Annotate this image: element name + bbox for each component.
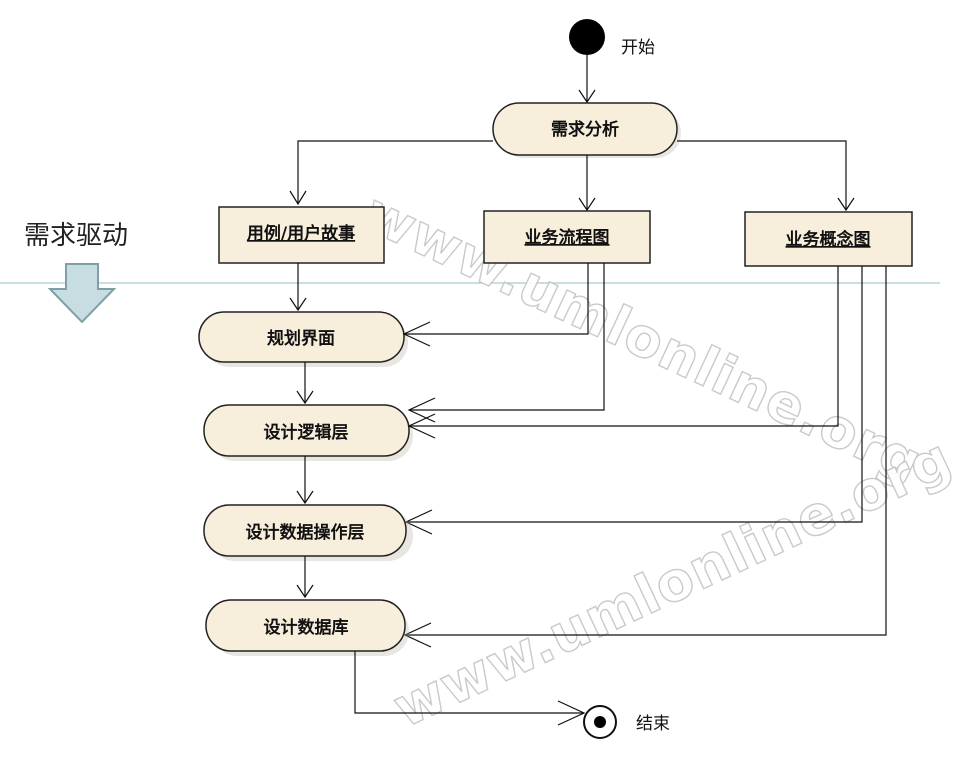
arrow-head	[296, 584, 314, 599]
flow-line	[354, 651, 584, 714]
use-case-user-story-object	[218, 206, 385, 264]
arrow-head	[407, 413, 436, 439]
end-label: 结束	[636, 714, 670, 734]
demand-drive-indicator: 需求驱动	[0, 221, 940, 324]
start-label: 开始	[621, 38, 655, 58]
requirements-analysis-action	[492, 102, 678, 156]
arrow-head	[296, 490, 314, 505]
business-flow-chart-label: 业务流程图	[525, 227, 610, 248]
flow-line	[297, 140, 493, 204]
design-database-label: 设计数据库	[264, 617, 349, 638]
use-case-user-story-label: 用例/用户故事	[247, 223, 355, 244]
flow-line	[409, 263, 605, 411]
business-concept-diagram-label: 业务概念图	[786, 229, 871, 250]
design-data-operation-layer-label: 设计数据操作层	[246, 522, 365, 543]
watermark-text: www.umlonline.org	[384, 426, 956, 740]
flow-line	[406, 266, 863, 523]
arrow-head	[578, 89, 596, 104]
arrow-head	[404, 509, 433, 535]
requirements-analysis-label: 需求分析	[551, 119, 619, 140]
arrow-head	[837, 197, 855, 212]
design-logic-layer-action	[203, 404, 410, 457]
arrow-head	[289, 297, 307, 312]
end-node-inner	[594, 716, 606, 728]
plan-interface-label: 规划界面	[267, 328, 335, 349]
flow-line	[405, 266, 887, 636]
arrow-head	[289, 190, 307, 206]
design-logic-layer-label: 设计逻辑层	[264, 422, 349, 443]
arrow-head	[578, 197, 596, 212]
down-arrow-icon	[47, 263, 117, 324]
arrow-head	[296, 390, 314, 405]
flow-line	[404, 263, 589, 335]
arrow-head	[403, 622, 432, 648]
demand-drive-label: 需求驱动	[24, 221, 128, 251]
business-flow-chart-object	[483, 210, 651, 264]
arrow-head	[557, 700, 586, 726]
flow-line	[677, 140, 847, 210]
start-node	[569, 19, 605, 55]
business-concept-diagram-object	[744, 211, 913, 267]
flow-line	[409, 266, 839, 427]
arrow-head	[402, 321, 431, 347]
design-database-action	[205, 599, 406, 652]
plan-interface-action	[198, 311, 405, 363]
